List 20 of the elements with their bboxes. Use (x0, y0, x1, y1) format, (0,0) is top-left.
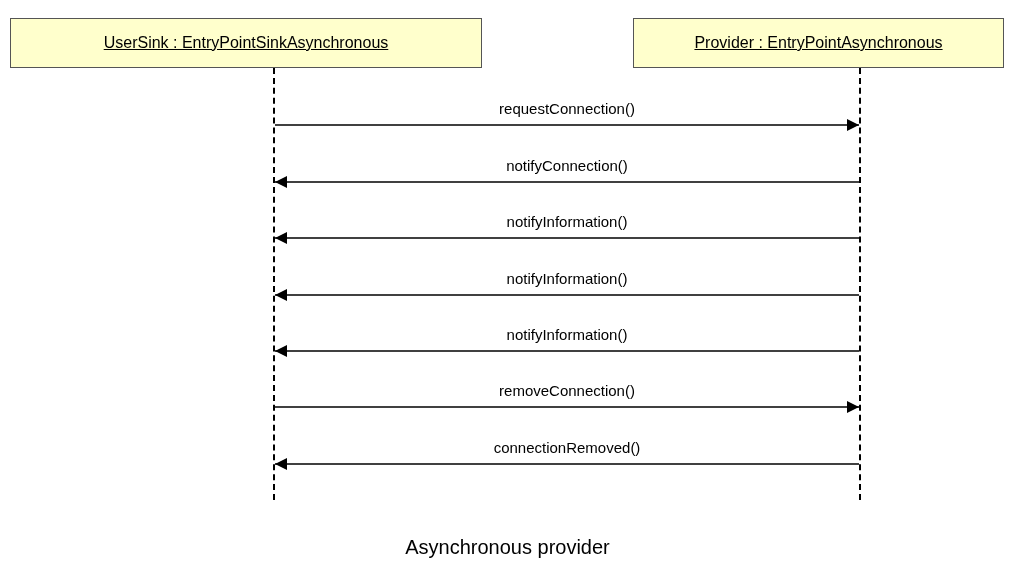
participant-name: UserSink : EntryPointSinkAsynchronous (103, 34, 389, 52)
message-label: connectionRemoved() (491, 439, 643, 456)
message-arrow (274, 458, 860, 470)
message-label: removeConnection() (497, 382, 637, 399)
message-arrow (274, 232, 860, 244)
lifeline (273, 68, 275, 500)
message-arrow (274, 119, 860, 131)
lifeline (859, 68, 861, 500)
message-label: requestConnection() (497, 100, 637, 117)
message-arrow (274, 401, 860, 413)
message-arrow (274, 176, 860, 188)
message-label: notifyConnection() (504, 157, 630, 174)
message-arrow (274, 289, 860, 301)
message-label: notifyInformation() (504, 213, 630, 230)
message-label: notifyInformation() (504, 270, 630, 287)
message-label: notifyInformation() (504, 326, 630, 343)
lifeline-header (633, 18, 1004, 68)
participant-name: Provider : EntryPointAsynchronous (694, 34, 943, 52)
lifeline-header (10, 18, 482, 68)
diagram-caption: Asynchronous provider (405, 536, 610, 558)
